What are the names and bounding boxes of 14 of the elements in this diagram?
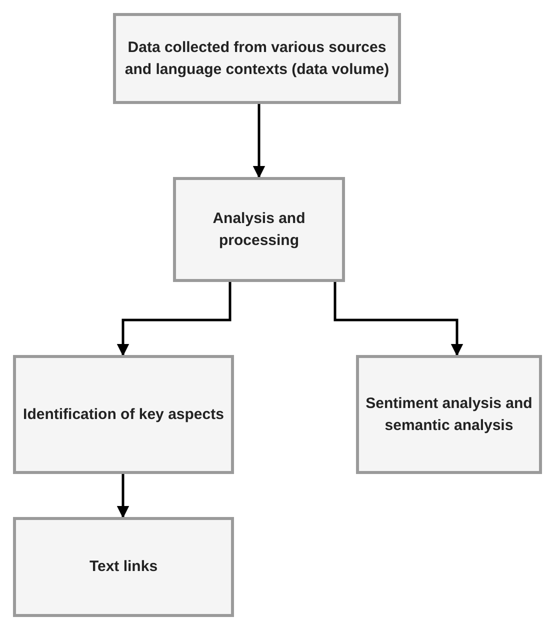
arrow	[116, 474, 130, 518]
box-label: Data collected from various sources and language contexts (data volume)	[124, 38, 390, 80]
box-label: Text links	[89, 557, 158, 578]
box-label: Analysis and processing	[212, 208, 306, 250]
process-box	[13, 517, 234, 617]
arrow	[252, 104, 266, 178]
box-label: Sentiment analysis and semantic analysis	[365, 394, 533, 436]
process-box	[13, 355, 234, 474]
box-label: Identification of key aspects	[23, 404, 224, 425]
process-box	[356, 355, 542, 474]
arrow	[116, 282, 232, 356]
process-box	[113, 13, 401, 104]
arrow	[334, 282, 464, 356]
process-box	[173, 177, 345, 282]
